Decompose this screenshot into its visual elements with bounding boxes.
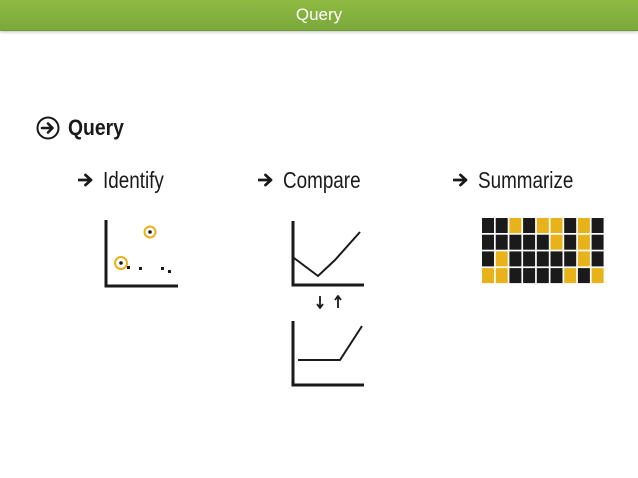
subtask-label: Identify <box>103 166 164 193</box>
heading-label: Query <box>68 115 124 140</box>
grid-cell <box>495 268 508 284</box>
grid-cell <box>523 218 536 233</box>
grid-cell <box>536 234 549 250</box>
grid-cell <box>523 268 536 284</box>
grid-cell <box>550 234 563 250</box>
grid-cell <box>509 234 522 250</box>
grid-cell <box>577 251 590 267</box>
grid-cell <box>495 218 508 233</box>
grid-cell <box>536 268 549 284</box>
grid-cell <box>509 268 522 284</box>
grid-cell <box>482 268 494 284</box>
line-compare-icon <box>291 221 364 287</box>
grid-cell <box>482 234 494 250</box>
arrow-right-icon <box>453 173 468 187</box>
grid-cell <box>564 268 577 284</box>
grid-cell <box>591 234 604 250</box>
arrow-right-icon <box>78 173 93 187</box>
grid-cell <box>523 234 536 250</box>
grid-cell <box>564 234 577 250</box>
grid-summarize-icon <box>482 218 604 284</box>
arrow-right-icon <box>258 173 273 187</box>
subtask-summarize: Summarize <box>453 166 594 194</box>
grid-cell <box>550 268 563 284</box>
grid-cell <box>536 251 549 267</box>
grid-cell <box>536 218 549 233</box>
subtask-compare: Compare <box>258 166 378 194</box>
grid-cell <box>482 218 494 233</box>
line-compare-icon <box>291 321 364 387</box>
scatter-identify-icon <box>104 220 178 288</box>
grid-cell <box>591 251 604 267</box>
compare-arrows-icon <box>316 295 342 309</box>
subtask-identify: Identify <box>78 166 177 194</box>
subtask-label: Compare <box>283 166 361 193</box>
grid-cell <box>495 251 508 267</box>
grid-cell <box>577 268 590 284</box>
grid-cell <box>577 234 590 250</box>
grid-cell <box>509 251 522 267</box>
subtask-label: Summarize <box>478 166 574 193</box>
circle-arrow-icon <box>36 116 60 140</box>
grid-cell <box>591 268 604 284</box>
grid-cell <box>591 218 604 233</box>
query-heading: Query <box>36 113 132 143</box>
grid-cell <box>577 218 590 233</box>
grid-cell <box>550 251 563 267</box>
grid-cell <box>495 234 508 250</box>
grid-cell <box>482 251 494 267</box>
grid-cell <box>564 218 577 233</box>
grid-cell <box>550 218 563 233</box>
slide-title: Query <box>295 5 343 24</box>
grid-cell <box>509 218 522 233</box>
grid-cell <box>523 251 536 267</box>
grid-cell <box>564 251 577 267</box>
title-bar: Query <box>0 0 638 31</box>
